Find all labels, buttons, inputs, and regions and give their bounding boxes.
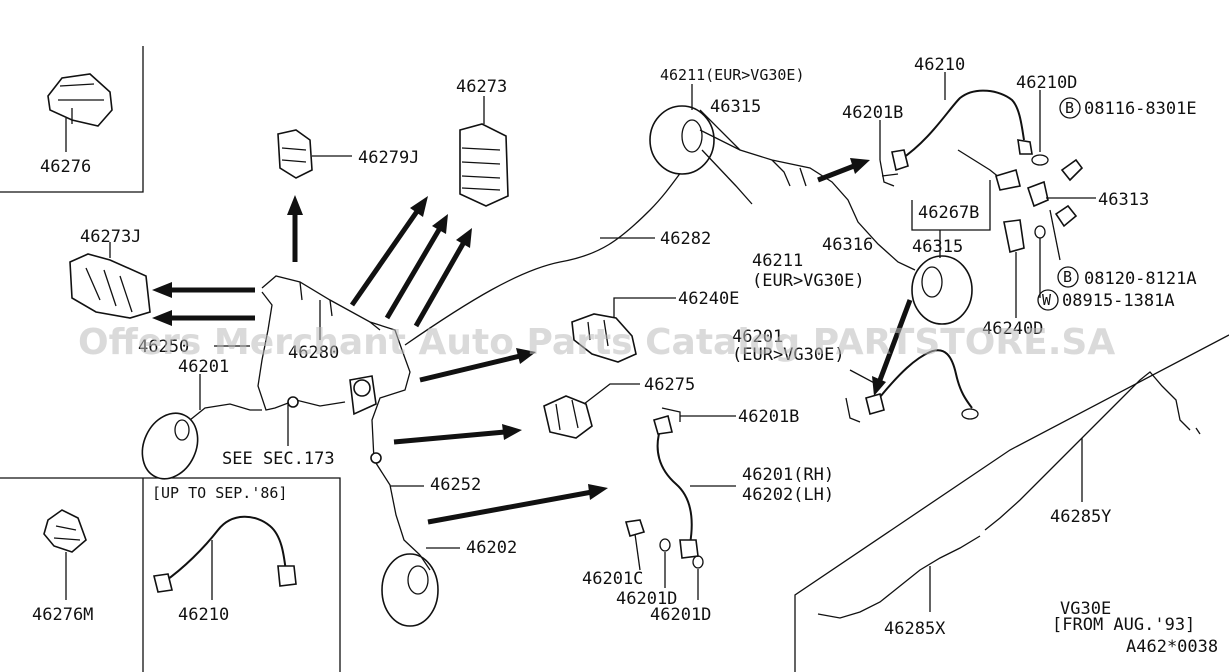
label-46202-left: 46202 (466, 538, 517, 558)
label-08915: 08915-1381A (1062, 291, 1175, 311)
clip-46273-part (459, 96, 509, 207)
label-46201D-1: 46201D (616, 589, 677, 609)
brake-lines-left (141, 275, 439, 627)
leader-lines (199, 109, 881, 549)
clip-46279J-part (277, 129, 352, 179)
label-46273J: 46273J (80, 227, 141, 247)
label-46201B-top: 46201B (842, 103, 903, 123)
label-46315-top: 46315 (710, 97, 761, 117)
part-labels: 46276 46273 46279J 46273J 46250 46280 46… (32, 55, 1218, 657)
brake-line-46282 (404, 159, 691, 346)
label-46201-mid-1: 46201 (732, 327, 783, 347)
label-46282: 46282 (660, 229, 711, 249)
label-46201-left: 46201 (178, 357, 229, 377)
label-46201-rh: 46201(RH) (742, 465, 834, 485)
label-46285Y: 46285Y (1050, 507, 1111, 527)
label-46210-inset: 46210 (178, 605, 229, 625)
badge-w: W (1042, 291, 1052, 309)
hose-46201-eur (845, 349, 979, 423)
bracket-46240E (571, 297, 676, 363)
label-46276M: 46276M (32, 605, 93, 625)
label-46201D-2: 46201D (650, 605, 711, 625)
label-46315: 46315 (912, 237, 963, 257)
bracket-46275 (543, 383, 640, 439)
label-figure-code: A462*0038 (1126, 637, 1218, 657)
label-08120: 08120-8121A (1084, 269, 1197, 289)
label-46202-lh: 46202(LH) (742, 485, 834, 505)
label-see-sec: SEE SEC.173 (222, 449, 335, 469)
label-46201C: 46201C (582, 569, 643, 589)
label-46250: 46250 (138, 337, 189, 357)
label-46316: 46316 (822, 235, 873, 255)
label-46240E: 46240E (678, 289, 739, 309)
label-46313: 46313 (1098, 190, 1149, 210)
hose-46210-inset (153, 515, 297, 600)
label-46279J: 46279J (358, 148, 419, 168)
brake-line-46285X (817, 535, 981, 619)
label-46201B-mid: 46201B (738, 407, 799, 427)
label-46280: 46280 (288, 343, 339, 363)
inset-box-vg30e (794, 334, 1229, 672)
label-46276: 46276 (40, 157, 91, 177)
arrows-group (152, 158, 913, 525)
clip-46276M-part (43, 509, 87, 600)
clip-46273J-part (69, 242, 151, 319)
label-46211-mid-1: 46211 (752, 251, 803, 271)
label-46211-mid-2: (EUR>VG30E) (752, 271, 865, 291)
label-46267B: 46267B (918, 203, 979, 223)
label-46201-mid-2: (EUR>VG30E) (732, 345, 845, 365)
label-vg30e: VG30E (1060, 599, 1111, 619)
hose-46201-rh (624, 407, 736, 600)
brake-line-46285Y (984, 371, 1201, 531)
badge-b-2: B (1063, 268, 1072, 286)
label-46273: 46273 (456, 77, 507, 97)
bolt-cluster-right (911, 149, 1096, 318)
inset-box-46276 (0, 46, 144, 193)
watermark-text: Offers Merchant Auto Parts Catalog PARTS… (78, 322, 1115, 363)
hose-46210-upper (879, 72, 1049, 187)
label-46210D: 46210D (1016, 73, 1077, 93)
spec-badges (1037, 97, 1081, 311)
caliper-46211-upper (649, 84, 973, 325)
inset-box-46276M (0, 477, 341, 672)
label-46285X: 46285X (884, 619, 946, 639)
label-from-aug: [FROM AUG.'93] (1052, 615, 1195, 635)
clip-46276-part (47, 73, 113, 152)
label-up-to-sep: [UP TO SEP.'86] (152, 484, 287, 502)
label-46210-top: 46210 (914, 55, 965, 75)
badge-b-1: B (1065, 99, 1074, 117)
label-46252: 46252 (430, 475, 481, 495)
label-08116: 08116-8301E (1084, 99, 1197, 119)
label-46275: 46275 (644, 375, 695, 395)
label-46240D: 46240D (982, 319, 1043, 339)
label-46211-top: 46211(EUR>VG30E) (660, 66, 805, 84)
